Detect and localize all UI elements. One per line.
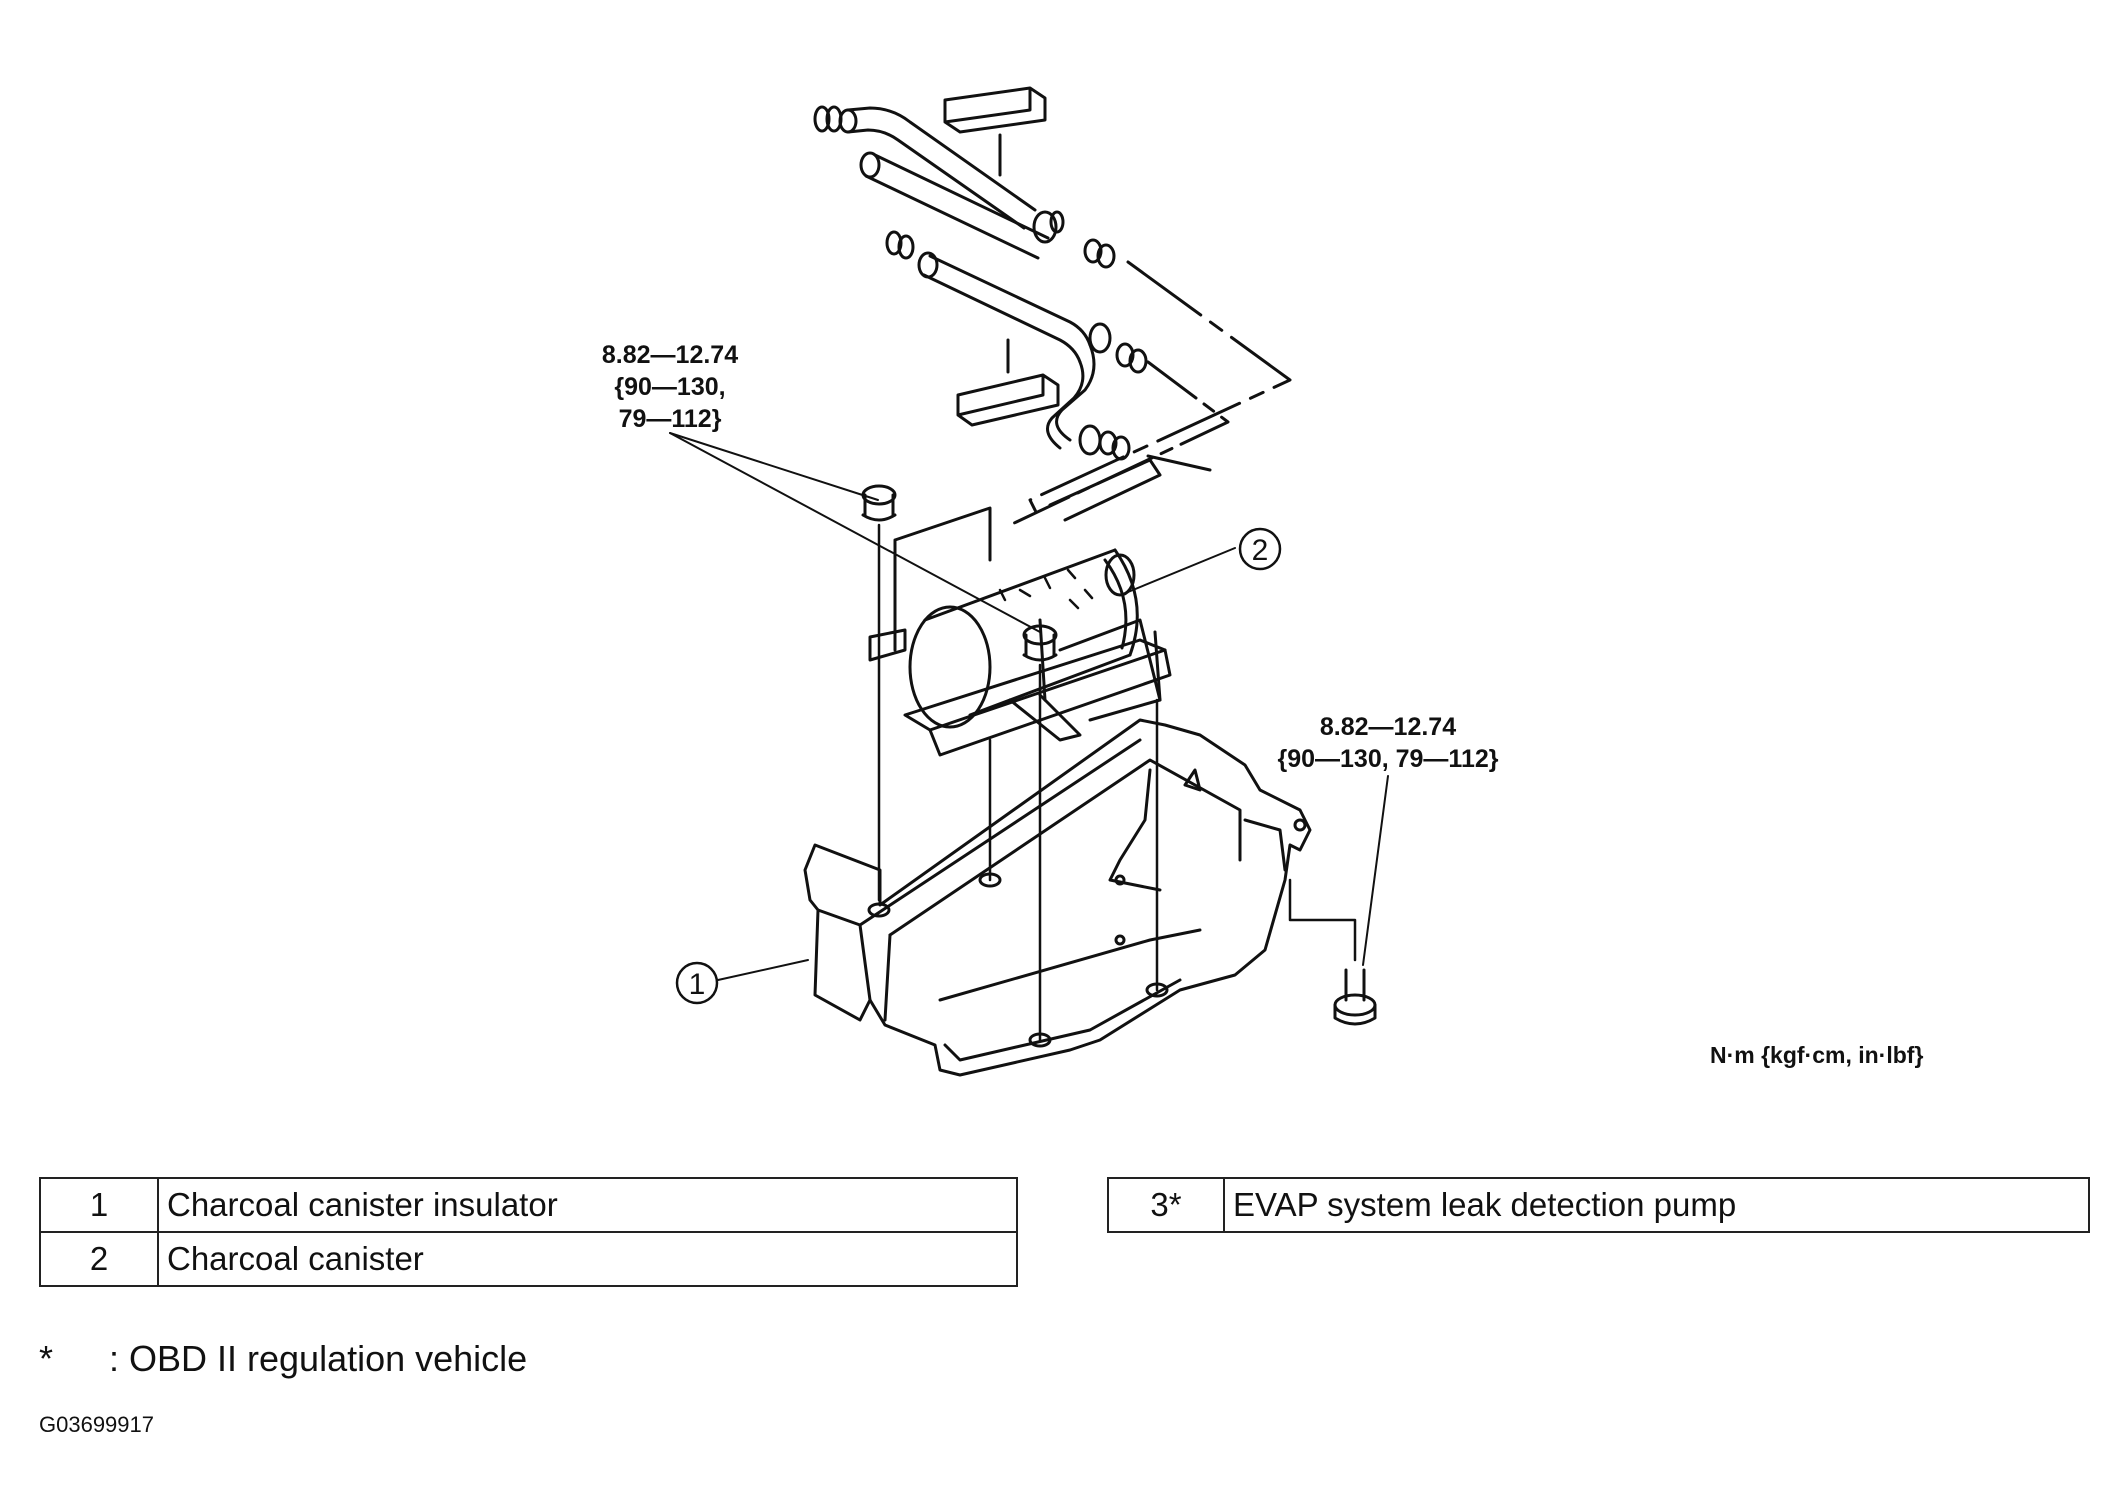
footnote-text: : OBD II regulation vehicle: [109, 1338, 528, 1379]
part-number: 3*: [1107, 1177, 1225, 1233]
torque-leaders: [669, 432, 1389, 966]
callout-2: 2: [1127, 527, 1282, 593]
figure-code: G03699917: [39, 1412, 154, 1437]
torque-unit-note: N·m {kgf·cm, in·lbf}: [1710, 1042, 1923, 1068]
parts-table-left: 1 Charcoal canister insulator 2 Charcoal…: [39, 1177, 1018, 1287]
torque-label-lower: 8.82—12.74 {90—130, 79—112}: [1277, 713, 1498, 773]
callout-2-number: 2: [1252, 534, 1269, 567]
part-name: Charcoal canister insulator: [157, 1177, 1018, 1233]
table-row: 3* EVAP system leak detection pump: [1107, 1177, 2090, 1233]
parts-table-right: 3* EVAP system leak detection pump: [1107, 1177, 2090, 1233]
callout-1: 1: [675, 959, 809, 1005]
torque-label-upper: 8.82—12.74 {90—130, 79—112}: [602, 341, 738, 433]
torque-lower-line2: {90—130, 79—112}: [1277, 745, 1498, 773]
part-number: 2: [39, 1231, 159, 1287]
torque-upper-line3: 79—112}: [619, 405, 722, 433]
charcoal-canister-part: [868, 506, 1172, 757]
charcoal-canister-insulator-part: [803, 718, 1312, 1077]
callout-1-number: 1: [689, 968, 706, 1001]
torque-upper-line1: 8.82—12.74: [602, 341, 738, 369]
part-name: EVAP system leak detection pump: [1223, 1177, 2090, 1233]
upper-hose-assembly: [813, 86, 1292, 527]
torque-upper-line2: {90—130,: [614, 373, 725, 401]
footnote: * : OBD II regulation vehicle: [39, 1338, 527, 1380]
footnote-symbol: *: [39, 1338, 54, 1379]
table-row: 2 Charcoal canister: [39, 1231, 1018, 1287]
torque-lower-line1: 8.82—12.74: [1320, 713, 1456, 741]
table-row: 1 Charcoal canister insulator: [39, 1177, 1018, 1233]
part-number: 1: [39, 1177, 159, 1233]
part-name: Charcoal canister: [157, 1231, 1018, 1287]
lower-right-bolt: [1288, 878, 1377, 1026]
